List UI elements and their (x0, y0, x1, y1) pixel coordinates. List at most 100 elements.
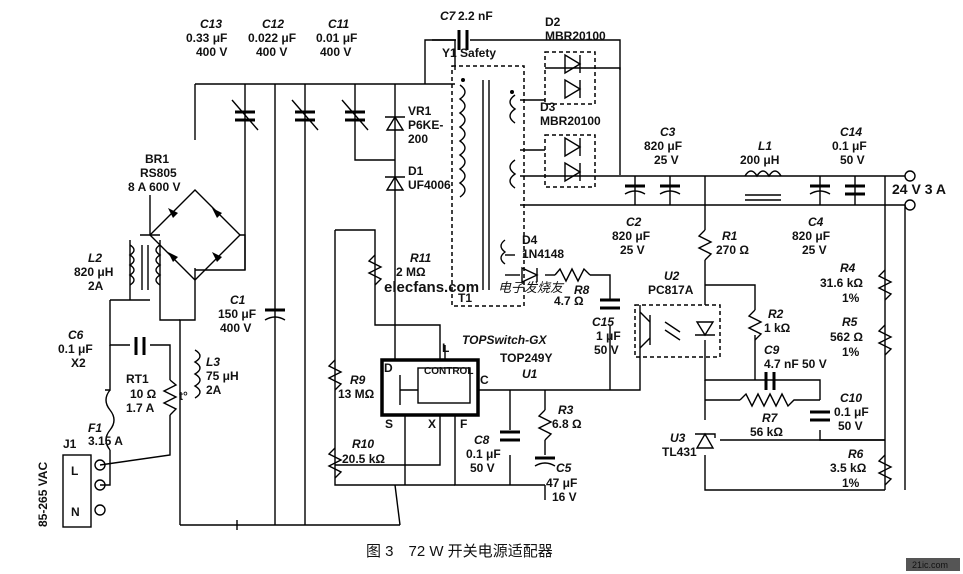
br1-value2: 8 A 600 V (128, 180, 180, 194)
c2-value: 820 μF (612, 229, 650, 243)
regulator-u3 (695, 432, 716, 449)
c2-ref: C2 (626, 215, 642, 229)
r11-value: 2 MΩ (396, 265, 426, 279)
fuse-f1 (105, 389, 115, 451)
input-label: 85-265 VAC (36, 462, 50, 527)
c5-value2: 16 V (552, 490, 577, 504)
u3-ref: U3 (670, 431, 686, 445)
c12-value2: 400 V (256, 45, 287, 59)
c11-value: 0.01 μF (316, 31, 357, 45)
output-label: 24 V 3 A (892, 181, 946, 197)
diode-d3 (544, 134, 596, 188)
resistor-r4 (877, 269, 893, 301)
capacitor-c3 (659, 184, 681, 195)
c8-ref: C8 (474, 433, 490, 447)
r10-value: 20.5 kΩ (342, 452, 385, 466)
c5-value: 47 μF (546, 476, 577, 490)
u3-value: TL431 (662, 445, 697, 459)
c3-value2: 25 V (654, 153, 679, 167)
c1-ref: C1 (230, 293, 246, 307)
optocoupler-u2 (634, 304, 721, 358)
r11-ref: R11 (410, 251, 431, 265)
thermistor-rt1 (162, 379, 178, 416)
br1-ref: BR1 (145, 152, 169, 166)
c6-value: 0.1 μF (58, 342, 93, 356)
capacitor-c10 (810, 410, 830, 422)
connector-j1 (62, 454, 106, 528)
d3-value: MBR20100 (540, 114, 601, 128)
watermark-chinese: 电子发烧友 (498, 280, 565, 295)
l3-value: 75 μH (206, 369, 239, 383)
watermark-brand: elecfans.com (384, 279, 479, 296)
j1-pin-l: L (71, 464, 78, 478)
c3-value: 820 μF (644, 139, 682, 153)
inductor-l2 (128, 244, 162, 290)
c4-value: 820 μF (792, 229, 830, 243)
c15-value2: 50 V (594, 343, 619, 357)
c10-value: 0.1 μF (834, 405, 869, 419)
ic-pin-c: C (480, 373, 489, 387)
resistor-r9 (327, 359, 343, 391)
zener-vr1 (385, 115, 405, 131)
resistor-r3 (537, 409, 553, 441)
c11-value2: 400 V (320, 45, 351, 59)
resistor-r6 (877, 454, 893, 486)
ic-pin-f: F (460, 417, 467, 431)
ic-pin-x: X (428, 417, 436, 431)
c14-value2: 50 V (840, 153, 865, 167)
l3-ref: L3 (206, 355, 220, 369)
u2-ref: U2 (664, 269, 680, 283)
capacitor-c12 (291, 99, 319, 131)
ic-pin-s: S (385, 417, 393, 431)
capacitor-c14 (845, 184, 865, 196)
vr1-value: P6KE- (408, 118, 443, 132)
ic-family: TOPSwitch-GX (462, 333, 547, 347)
t1-ref: T1 (458, 291, 472, 305)
r10-ref: R10 (352, 437, 374, 451)
l2-value: 820 μH (74, 265, 113, 279)
r5-ref: R5 (842, 315, 858, 329)
l2-value2: 2A (88, 279, 104, 293)
resistor-r11 (367, 254, 383, 286)
r7-value: 56 kΩ (750, 425, 783, 439)
resistor-r7 (739, 392, 800, 408)
rt1-value2: 1.7 A (126, 401, 155, 415)
r4-value2: 1% (842, 291, 860, 305)
r8-ref: R8 (574, 283, 590, 297)
c4-ref: C4 (808, 215, 824, 229)
c13-value2: 400 V (196, 45, 227, 59)
u2-value: PC817A (648, 283, 694, 297)
capacitor-c13 (231, 99, 259, 131)
c8-value: 0.1 μF (466, 447, 501, 461)
c13-ref: C13 (200, 17, 222, 31)
r6-value2: 1% (842, 476, 860, 490)
r1-value: 270 Ω (716, 243, 749, 257)
r2-value: 1 kΩ (764, 321, 791, 335)
rt1-value: 10 Ω (130, 387, 157, 401)
r4-ref: R4 (840, 261, 856, 275)
capacitor-c8 (500, 430, 520, 442)
ic-pin-l: L (442, 341, 449, 355)
c10-value2: 50 V (838, 419, 863, 433)
r3-ref: R3 (558, 403, 574, 417)
c14-ref: C14 (840, 125, 862, 139)
capacitor-c5 (534, 456, 556, 467)
d1-ref: D1 (408, 164, 424, 178)
capacitor-c4 (809, 184, 831, 195)
capacitor-c6 (134, 337, 146, 355)
ic-part: TOP249Y (500, 351, 552, 365)
c15-value: 1 μF (596, 329, 621, 343)
r5-value: 562 Ω (830, 330, 863, 344)
c6-value2: X2 (71, 356, 86, 370)
c14-value: 0.1 μF (832, 139, 867, 153)
c13-value: 0.33 μF (186, 31, 227, 45)
c10-ref: C10 (840, 391, 862, 405)
capacitor-c2 (624, 184, 646, 195)
c8-value2: 50 V (470, 461, 495, 475)
d4-ref: D4 (522, 233, 538, 247)
r6-value: 3.5 kΩ (830, 461, 867, 475)
c7-ref: C7 (440, 9, 457, 23)
l1-ref: L1 (758, 139, 772, 153)
c2-value2: 25 V (620, 243, 645, 257)
